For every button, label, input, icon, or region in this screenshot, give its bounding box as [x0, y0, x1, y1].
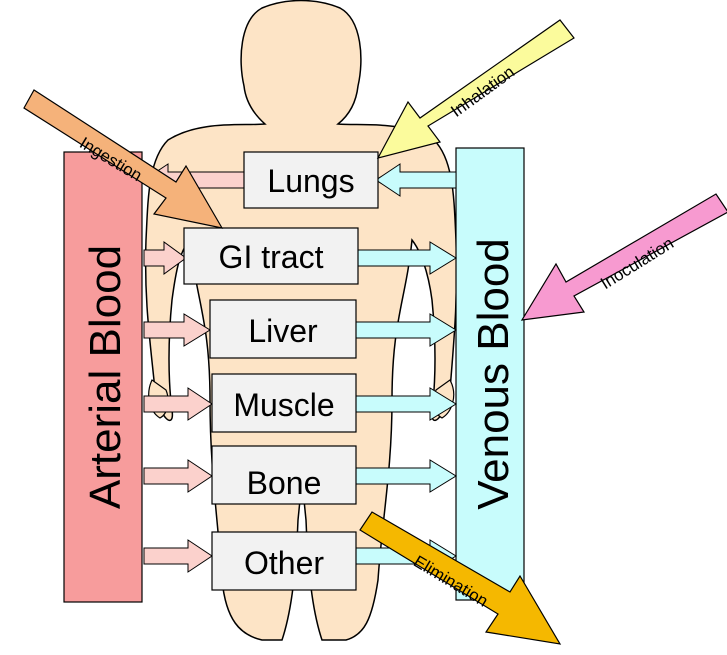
arterial-to-other-arrow	[144, 540, 212, 572]
lungs-label: Lungs	[267, 163, 354, 199]
arterial-blood-label: Arterial Blood	[81, 245, 130, 509]
venous-blood-label: Venous Blood	[469, 238, 518, 510]
bone-label: Bone	[247, 465, 322, 501]
liver-label: Liver	[248, 313, 318, 349]
arterial-to-bone-arrow	[144, 460, 212, 492]
muscle-label: Muscle	[233, 387, 334, 423]
inoculation-arrow: Inoculation	[522, 194, 727, 320]
gi-tract-label: GI tract	[219, 239, 324, 275]
other-label: Other	[244, 545, 324, 581]
inhalation-arrow: Inhalation	[378, 20, 574, 158]
